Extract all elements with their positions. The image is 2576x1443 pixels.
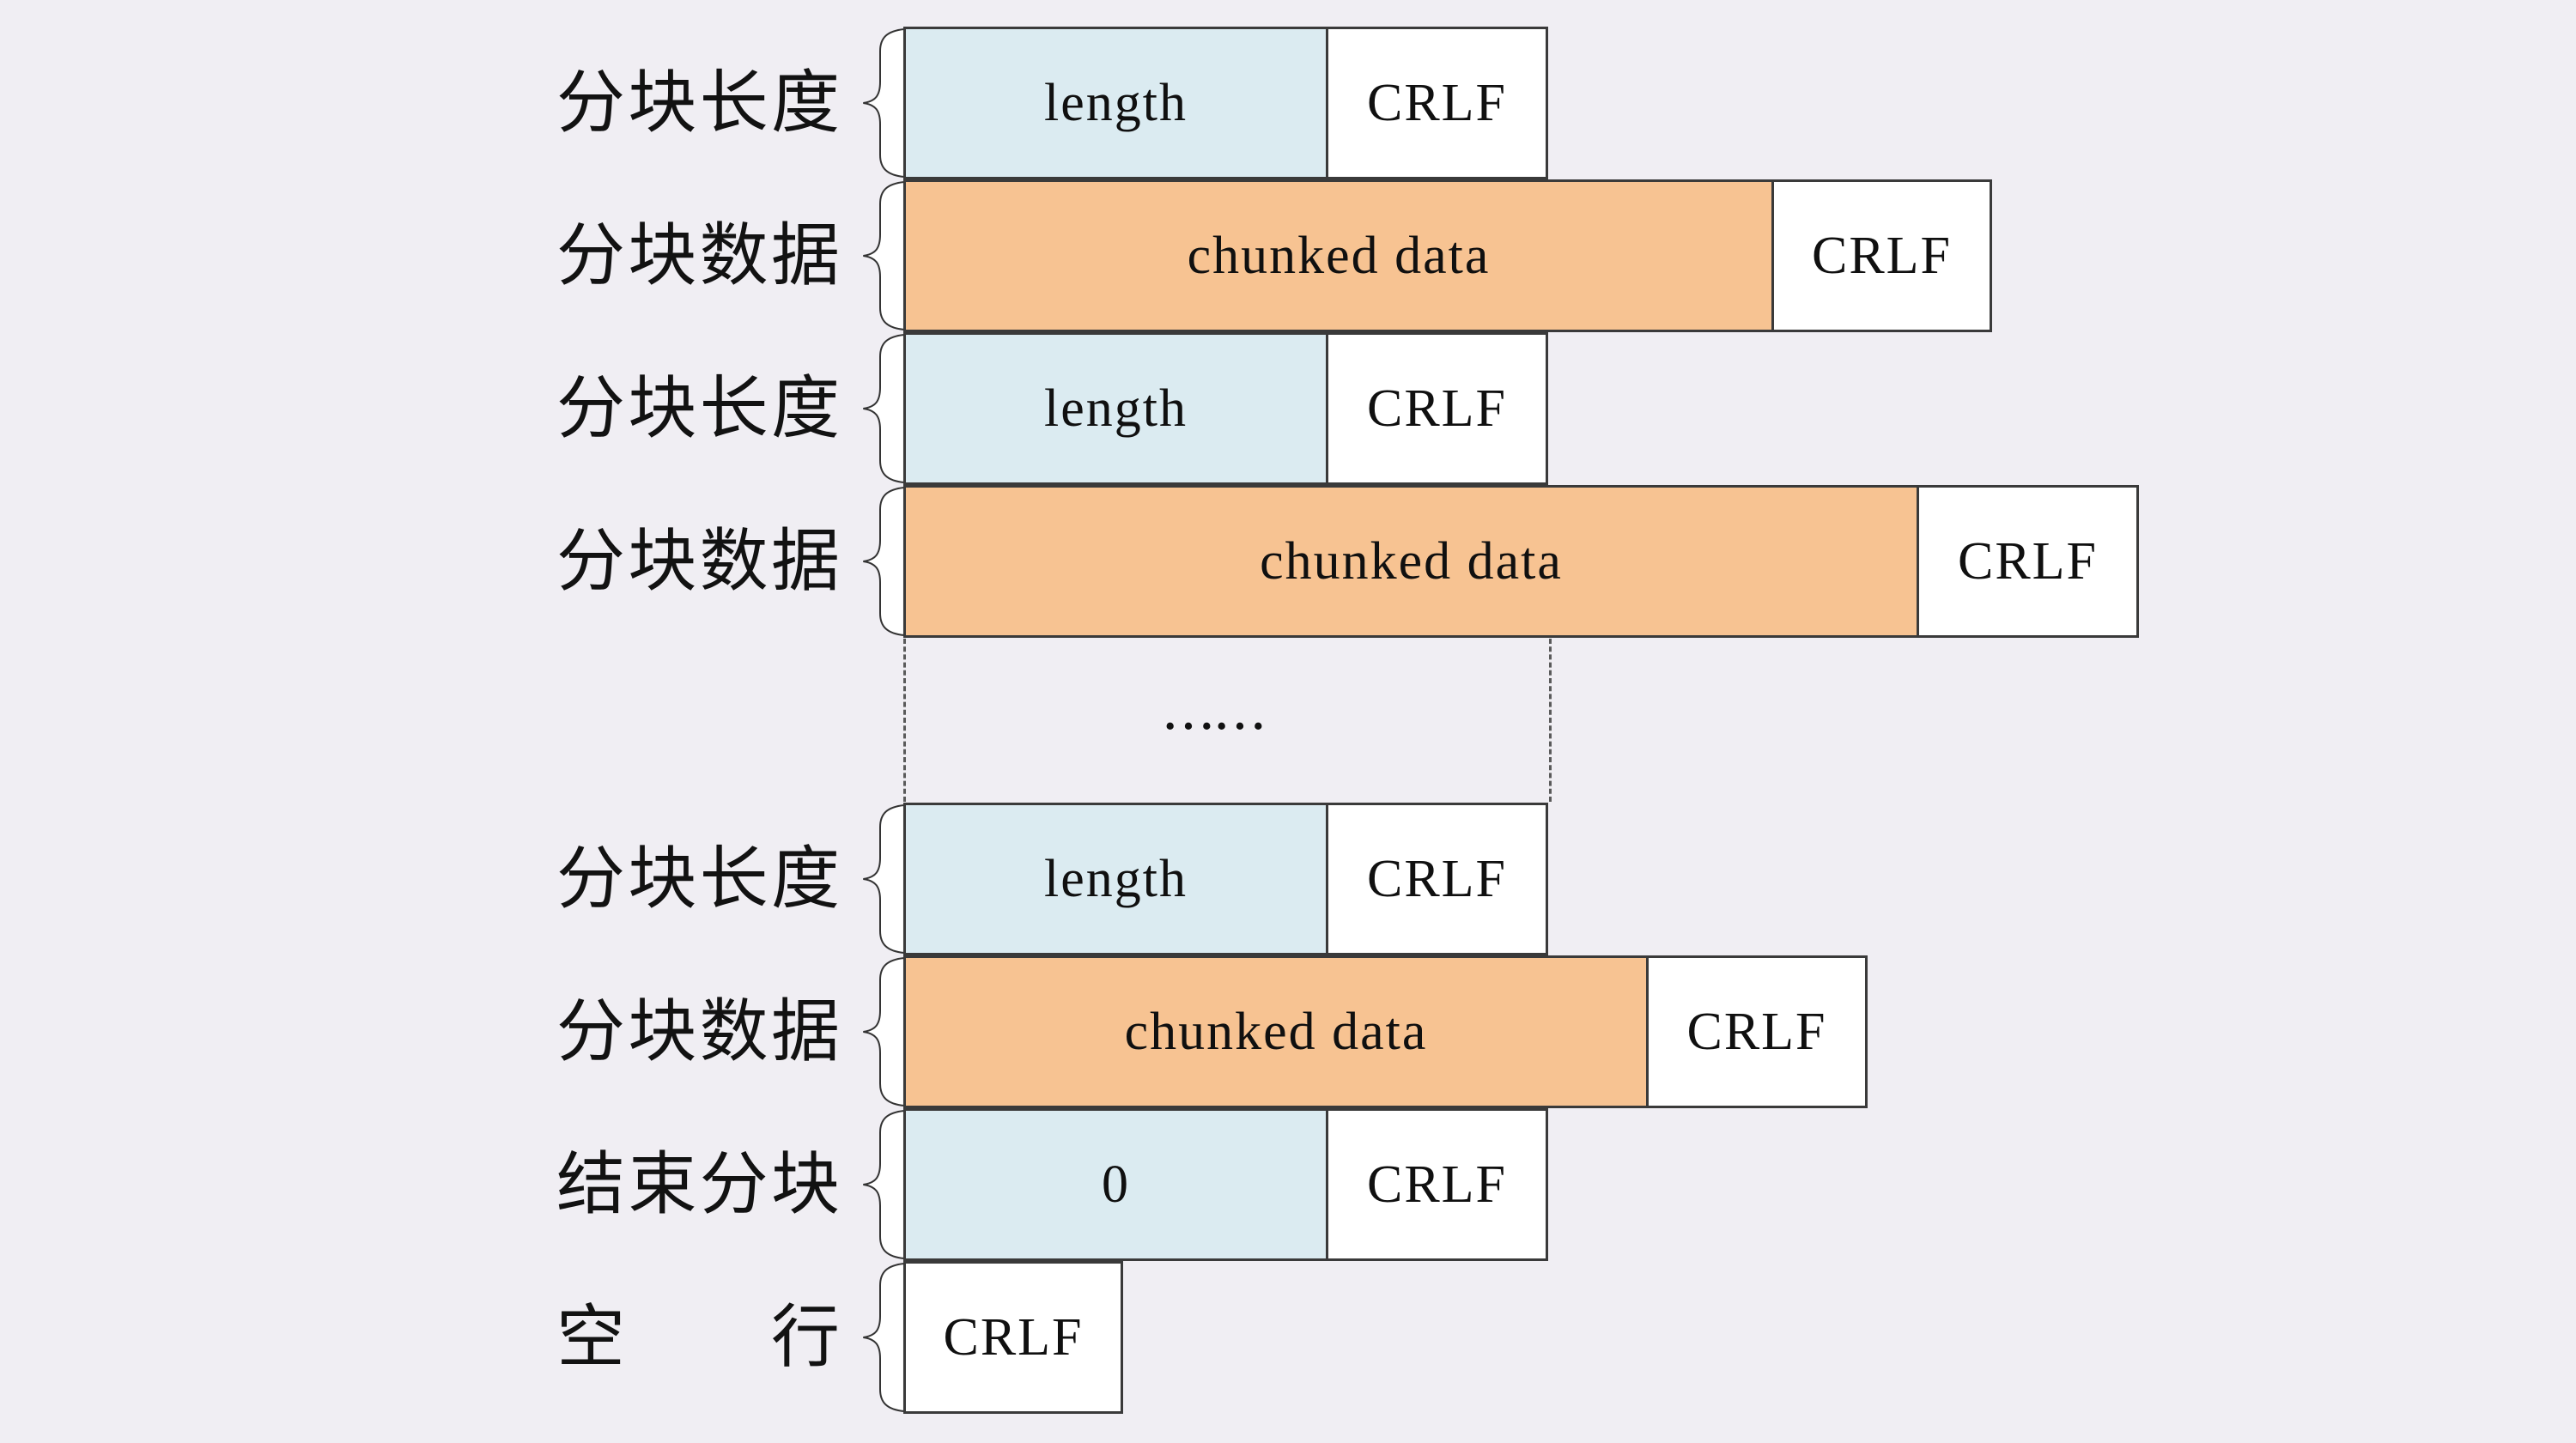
row-chunk-length-1: 分块长度 length CRLF xyxy=(0,27,2576,179)
ellipsis: …… xyxy=(1161,679,1267,743)
length-box: length xyxy=(903,27,1328,179)
row-label: 结束分块 xyxy=(556,1146,840,1222)
row-label: 分块数据 xyxy=(556,523,840,599)
row-chunk-data-1: 分块数据 chunked data CRLF xyxy=(0,179,2576,332)
brace-icon xyxy=(855,486,905,637)
row-chunk-length-3: 分块长度 length CRLF xyxy=(0,803,2576,955)
brace-icon xyxy=(855,180,905,331)
row-label: 分块数据 xyxy=(556,217,840,294)
crlf-box: CRLF xyxy=(1326,1108,1548,1261)
dashed-guide-left xyxy=(903,639,906,802)
crlf-box: CRLF xyxy=(1326,803,1548,955)
row-label: 分块长度 xyxy=(556,64,840,141)
row-chunk-data-3: 分块数据 chunked data CRLF xyxy=(0,955,2576,1108)
row-label: 分块长度 xyxy=(556,370,840,446)
brace-icon xyxy=(855,1109,905,1260)
row-label: 分块长度 xyxy=(556,840,840,917)
row-label: 分块数据 xyxy=(556,993,840,1070)
crlf-box: CRLF xyxy=(1326,332,1548,485)
crlf-box: CRLF xyxy=(1771,179,1992,332)
crlf-box: CRLF xyxy=(1646,955,1868,1108)
row-end-chunk: 结束分块 0 CRLF xyxy=(0,1108,2576,1261)
chunked-data-box: chunked data xyxy=(903,485,1919,638)
length-box: length xyxy=(903,803,1328,955)
chunked-data-box: chunked data xyxy=(903,179,1774,332)
chunked-data-box: chunked data xyxy=(903,955,1649,1108)
ellipsis-gap xyxy=(0,638,2576,803)
brace-icon xyxy=(855,333,905,484)
row-chunk-data-2: 分块数据 chunked data CRLF xyxy=(0,485,2576,638)
row-label: 空 行 xyxy=(556,1299,840,1375)
row-empty-line: 空 行 CRLF xyxy=(0,1261,2576,1414)
brace-icon xyxy=(855,803,905,955)
dashed-guide-right xyxy=(1549,639,1552,802)
crlf-box: CRLF xyxy=(903,1261,1123,1414)
row-chunk-length-2: 分块长度 length CRLF xyxy=(0,332,2576,485)
brace-icon xyxy=(855,27,905,179)
zero-box: 0 xyxy=(903,1108,1328,1261)
length-box: length xyxy=(903,332,1328,485)
crlf-box: CRLF xyxy=(1326,27,1548,179)
brace-icon xyxy=(855,956,905,1107)
crlf-box: CRLF xyxy=(1917,485,2139,638)
brace-icon xyxy=(855,1262,905,1413)
